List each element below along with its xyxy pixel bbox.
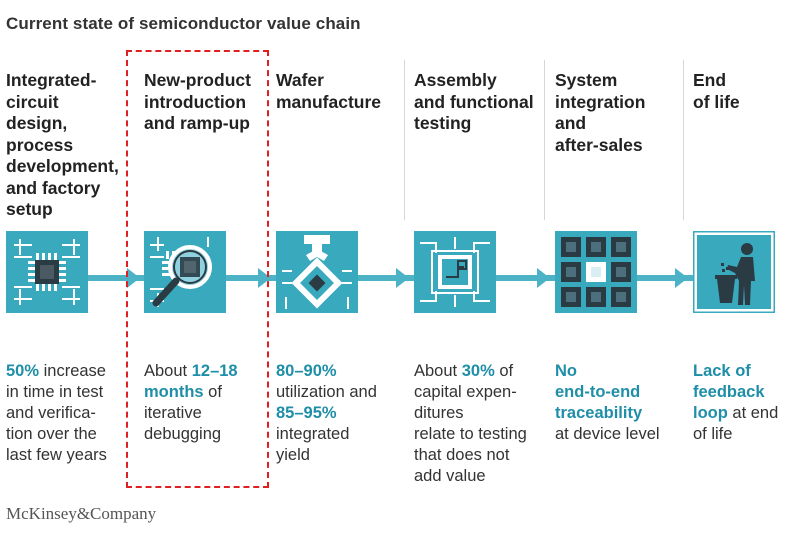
flow-arrow-icon <box>127 268 140 288</box>
highlight-callout-box <box>126 50 269 488</box>
highlight-text: 30% <box>461 362 495 380</box>
highlight-text: 12–18 months <box>144 362 238 401</box>
circuit-board-icon <box>414 231 496 313</box>
stage-desc-end-of-life: Lack of feedback loop at end of life <box>693 340 778 445</box>
stage-desc-system: No end-to-end traceability at device lev… <box>555 340 660 445</box>
chip-icon <box>6 231 88 313</box>
desc-text: of iterative debugging <box>144 383 222 443</box>
desc-text: integrated yield <box>276 425 350 464</box>
trash-person-icon <box>693 231 775 313</box>
desc-text: utilization and <box>276 383 377 401</box>
desc-text: About <box>414 362 462 380</box>
stage-title-assembly: Assembly and functional testing <box>414 70 534 133</box>
magnifier-icon <box>144 231 226 313</box>
desc-text: at end of life <box>693 404 779 443</box>
highlight-text: No end-to-end traceability <box>555 362 643 422</box>
page-title: Current state of semiconductor value cha… <box>6 14 361 33</box>
stage-title-wafer: Wafer manufacture <box>276 70 382 112</box>
desc-text: increase in time in test and verifica- t… <box>6 362 107 464</box>
highlight-text: Lack of feedback loop <box>693 362 765 422</box>
stage-desc-assembly: About 30% of capital expen- ditures rela… <box>414 340 527 487</box>
column-divider <box>544 60 545 220</box>
stage-title-end-of-life: End of life <box>693 70 740 112</box>
wafer-icon <box>276 231 358 313</box>
flow-arrow-icon <box>396 268 409 288</box>
flow-arrow-icon <box>675 268 688 288</box>
desc-text: About <box>144 362 192 380</box>
stage-desc-ic-design: 50% increase in time in test and verific… <box>6 340 107 466</box>
highlight-text: 50% <box>6 362 40 380</box>
desc-text: at device level <box>555 425 660 443</box>
flow-arrow-icon <box>537 268 550 288</box>
column-divider <box>404 60 405 220</box>
column-divider <box>683 60 684 220</box>
stage-title-npi: New-product introduction and ramp-up <box>144 70 251 133</box>
highlight-text: 85–95% <box>276 404 337 422</box>
grid-system-icon <box>555 231 637 313</box>
highlight-text: 80–90% <box>276 362 337 380</box>
stage-desc-wafer: 80–90% utilization and 85–95% integrated… <box>276 340 377 466</box>
desc-text: of capital expen- ditures relate to test… <box>414 362 527 485</box>
brand-logo-text: McKinsey&Company <box>6 504 157 523</box>
stage-title-system: System integration and after-sales <box>555 70 646 155</box>
stage-title-ic-design: Integrated- circuit design, process deve… <box>6 70 119 219</box>
stage-desc-npi: About 12–18 months of iterative debuggin… <box>144 340 238 445</box>
